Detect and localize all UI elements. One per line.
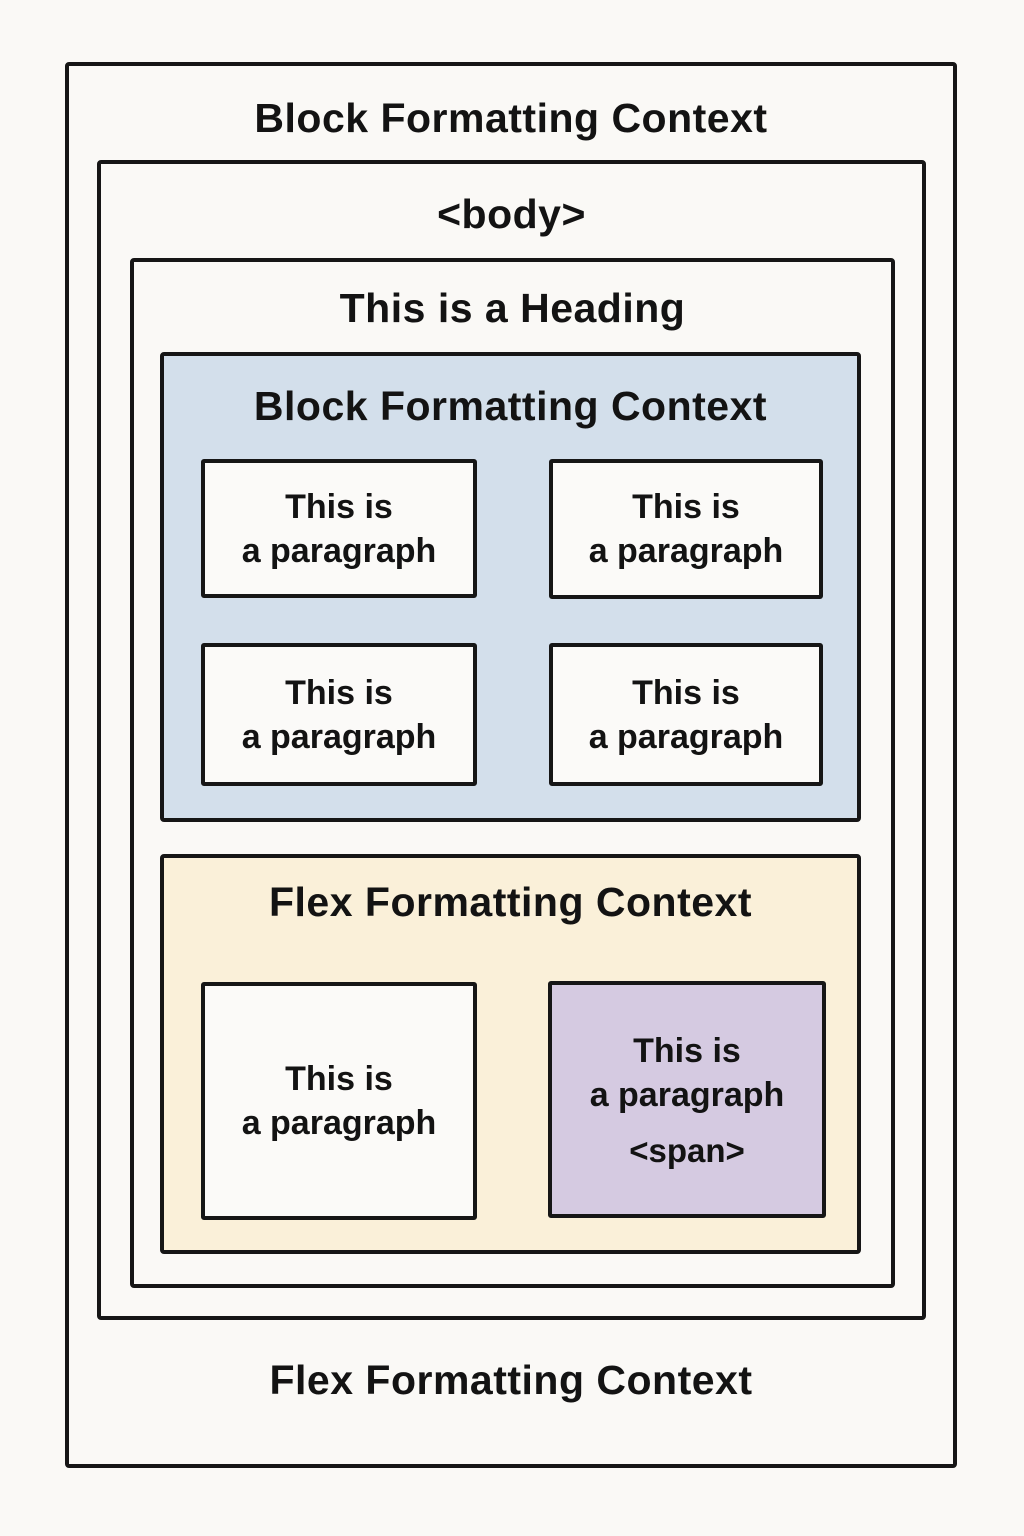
paragraph-box: This is a paragraph bbox=[201, 982, 477, 1220]
ffc-title: Flex Formatting Context bbox=[268, 879, 753, 925]
paragraph-text: This is a paragraph bbox=[241, 1060, 437, 1142]
paragraph-box: This is a paragraph bbox=[549, 459, 823, 599]
paragraph-text: This is a paragraph bbox=[589, 1031, 785, 1114]
inner-bfc-title: Block Formatting Context bbox=[253, 383, 768, 429]
outer-bfc-label: Block Formatting Context bbox=[254, 95, 768, 141]
paragraph-box: This is a paragraph bbox=[201, 643, 477, 786]
span-tag-label: <span> bbox=[629, 1131, 745, 1169]
heading-label: This is a Heading bbox=[339, 285, 686, 331]
paragraph-box: This is a paragraph bbox=[201, 459, 477, 598]
paragraph-text: This is a paragraph bbox=[588, 673, 784, 756]
body-element-box: <body> This is a Heading Block Formattin… bbox=[97, 160, 926, 1320]
outer-block-formatting-context-box: Block Formatting Context <body> This is … bbox=[65, 62, 957, 1468]
bottom-ffc-label: Flex Formatting Context bbox=[269, 1357, 753, 1403]
heading-box: This is a Heading Block Formatting Conte… bbox=[130, 258, 895, 1288]
paragraph-box: This is a paragraph bbox=[549, 643, 823, 786]
flex-formatting-context-box: Flex Formatting Context This is a paragr… bbox=[160, 854, 861, 1254]
paragraph-text: This is a paragraph bbox=[588, 488, 784, 570]
paragraph-text: This is a paragraph bbox=[241, 673, 437, 756]
inner-block-formatting-context-box: Block Formatting Context This is a parag… bbox=[160, 352, 861, 822]
span-paragraph-box: This is a paragraph <span> bbox=[548, 981, 826, 1218]
body-tag-label: <body> bbox=[437, 191, 586, 237]
paragraph-text: This is a paragraph bbox=[241, 487, 437, 570]
